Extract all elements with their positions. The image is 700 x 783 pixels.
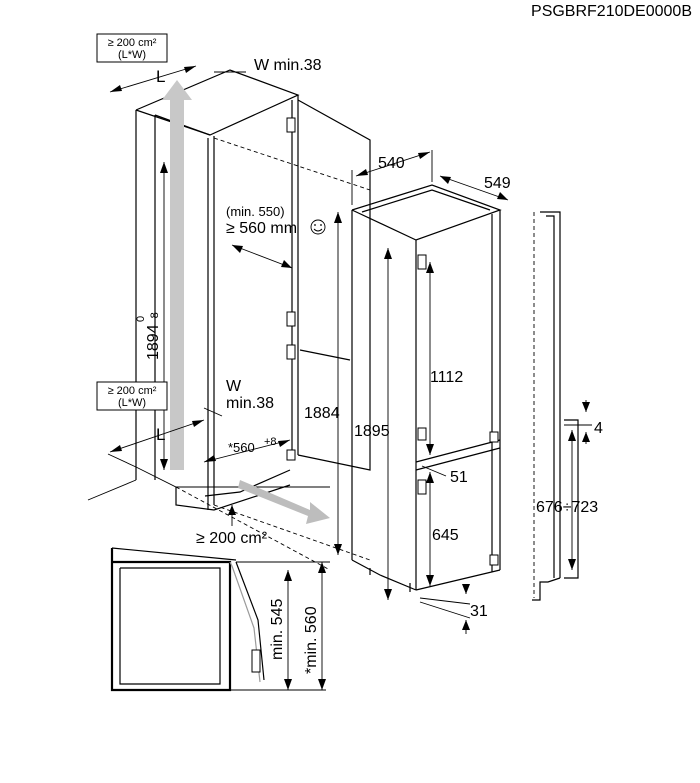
niche-cabinet <box>87 69 371 571</box>
appliance-depth: 549 <box>484 175 511 192</box>
vent-top-unit: (L*W) <box>118 49 146 61</box>
height-body: 1884 <box>304 405 340 422</box>
airflow-arrow-floor <box>238 480 330 524</box>
mid-gap-dimension <box>421 465 447 477</box>
depth-min: (min. 550) <box>226 204 285 219</box>
vent-top-box <box>96 33 168 63</box>
appliance-width: 540 <box>378 155 405 172</box>
smiley-icon <box>310 219 326 235</box>
section-min-depth-2: *min. 560 <box>303 606 320 674</box>
width-label-top: L <box>156 67 165 86</box>
height-total: 1895 <box>354 423 390 440</box>
vent-bottom-label: ≥ 200 cm² <box>108 385 157 397</box>
side-range: 676÷723 <box>536 499 598 516</box>
section-view <box>110 547 330 692</box>
side-offset: 4 <box>594 420 603 437</box>
vent-bottom-unit: (L*W) <box>118 397 146 409</box>
niche-width-dimension <box>203 439 291 463</box>
airflow-arrow-up <box>162 80 192 470</box>
side-door-profile <box>532 211 579 601</box>
width-dimension-top <box>109 65 197 93</box>
height-tol-upper: 0 <box>135 316 147 322</box>
section-min-depth-1: min. 545 <box>269 599 286 660</box>
gap-mid: 51 <box>450 469 468 486</box>
height-value: 1894 <box>145 324 162 360</box>
upper-door: 1112 <box>430 369 463 386</box>
niche-width: *560 <box>228 440 255 455</box>
depth-dimension <box>231 244 293 269</box>
w-label: W <box>226 378 242 395</box>
lower-door: 645 <box>432 527 459 544</box>
vent-bottom-box <box>96 381 168 411</box>
niche-width-tol: +8 <box>264 436 277 448</box>
vent-top-label: ≥ 200 cm² <box>108 37 157 49</box>
w-min-bottom: min.38 <box>226 395 274 412</box>
depth-dimension-appliance <box>439 175 509 201</box>
width-dimension <box>355 151 431 177</box>
floor-vent: ≥ 200 cm² <box>196 530 268 547</box>
w-min-top: W min.38 <box>254 57 322 74</box>
model-code: PSGBRF210DE0000B <box>531 3 692 20</box>
depth-value: ≥ 560 mm <box>226 220 297 237</box>
appliance <box>351 184 502 592</box>
w-min-bottom-dimension <box>203 407 223 417</box>
base-gap: 31 <box>470 603 488 620</box>
width-dimension-bottom <box>109 419 205 453</box>
height-tol-lower: -8 <box>149 312 161 322</box>
width-label-bottom: L <box>156 425 165 444</box>
